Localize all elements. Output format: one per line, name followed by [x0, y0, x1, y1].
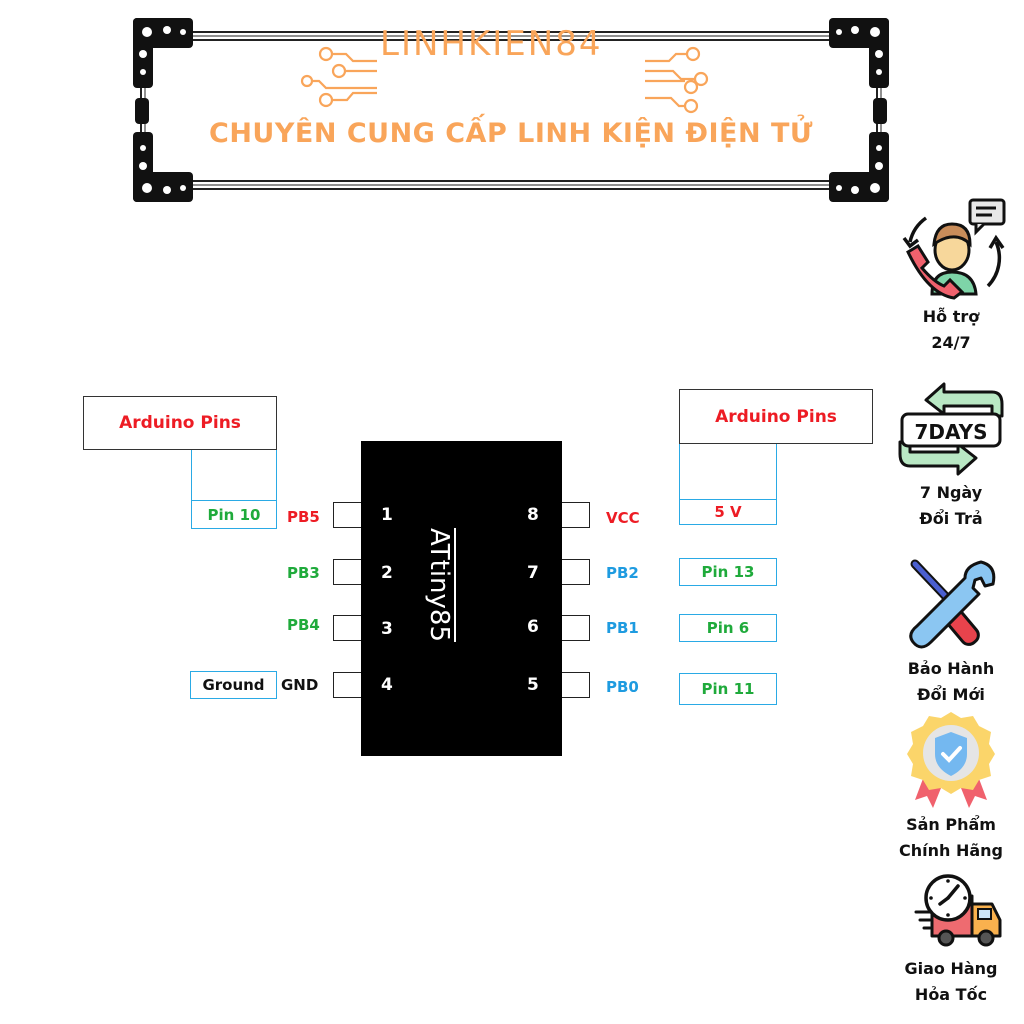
pin-name-pb4: PB4 [287, 616, 320, 634]
pin-stub-5 [561, 672, 590, 698]
left-arduino-pins-header: Arduino Pins [83, 396, 277, 450]
corner-ornament-tl [133, 18, 193, 88]
pin-number-7: 7 [527, 563, 539, 583]
pin-number-8: 8 [527, 505, 539, 525]
pin-stub-6 [561, 615, 590, 641]
feature-support: Hỗ trợ 24/7 [882, 198, 1020, 356]
arduino-pin-label: Pin 6 [706, 619, 750, 637]
pin-name-gnd: GND [281, 676, 319, 694]
feature-label-line1: Sản Phẩm [906, 815, 996, 834]
ornamental-frame [133, 18, 889, 202]
brand-name: LINHKIEN84 [380, 24, 603, 64]
arduino-pin-box-vcc: 5 V [679, 499, 777, 525]
tools-icon [909, 559, 996, 649]
pin-stub-1 [333, 502, 362, 528]
feature-label-line1: Bảo Hành [907, 659, 995, 678]
feature-return: 7DAYS 7 Ngày Đổi Trả [882, 380, 1020, 532]
right-arduino-pins-header: Arduino Pins [679, 389, 873, 444]
seven-days-return-icon: 7DAYS [898, 382, 1004, 476]
arduino-pin-label: 5 V [714, 503, 742, 521]
quality-badge-icon [907, 712, 995, 808]
arduino-pin-label: Pin 10 [207, 505, 261, 524]
feature-label-line2: Đổi Trả [919, 509, 983, 528]
feature-label-line2: 24/7 [931, 333, 971, 352]
pin-name-pb1: PB1 [606, 619, 639, 637]
chip-name-label: ATtiny85 [424, 527, 456, 643]
feature-warranty: Bảo Hành Đổi Mới [882, 556, 1020, 708]
pin-number-1: 1 [381, 505, 393, 525]
circuit-traces-right [645, 46, 709, 114]
pin-number-5: 5 [527, 675, 539, 695]
fast-delivery-icon [914, 874, 1002, 947]
circuit-traces-left [300, 46, 377, 108]
support-agent-icon [902, 198, 1006, 300]
pin-stub-2 [333, 559, 362, 585]
right-header-label: Arduino Pins [715, 406, 837, 427]
arduino-pin-label: Pin 13 [701, 563, 755, 581]
feature-label-line2: Hỏa Tốc [914, 985, 988, 1004]
feature-label-line2: Chính Hãng [899, 841, 1003, 860]
corner-ornament-tr [829, 18, 889, 88]
seven-days-icon-text: 7DAYS [915, 420, 988, 444]
feature-label-line1: 7 Ngày [919, 483, 983, 502]
left-header-label: Arduino Pins [119, 413, 241, 433]
pin-stub-3 [333, 615, 362, 641]
pin-number-6: 6 [527, 617, 539, 637]
pin-number-3: 3 [381, 619, 393, 639]
pin-name-pb0: PB0 [606, 678, 639, 696]
feature-label-line1: Hỗ trợ [922, 307, 980, 326]
arduino-pin-box-pb2: Pin 13 [679, 558, 777, 586]
pin-name-vcc: VCC [606, 509, 640, 527]
left-connector-column [191, 450, 277, 502]
arduino-pin-box-pb0: Pin 11 [679, 673, 777, 705]
arduino-pin-label: Pin 11 [701, 680, 755, 698]
feature-delivery: Giao Hàng Hỏa Tốc [882, 872, 1020, 1008]
brand-banner: LINHKIEN84 CHUYÊN CUNG CẤP LINH KIỆN ĐIỆ… [133, 18, 889, 202]
pin-number-4: 4 [381, 675, 393, 695]
arduino-pin-box-pb1: Pin 6 [679, 614, 777, 642]
arduino-pin-box-gnd: Ground [190, 671, 277, 699]
attiny85-chip-body [361, 441, 562, 756]
corner-ornament-bl [133, 132, 193, 202]
brand-tagline: CHUYÊN CUNG CẤP LINH KIỆN ĐIỆN TỬ [209, 118, 813, 149]
feature-label-line2: Đổi Mới [917, 685, 985, 704]
pin-stub-8 [561, 502, 590, 528]
right-connector-column [679, 444, 777, 500]
pin-name-pb3: PB3 [287, 564, 320, 582]
feature-label-line1: Giao Hàng [904, 959, 998, 978]
arduino-pin-box-pb5: Pin 10 [191, 500, 277, 529]
pin-stub-4 [333, 672, 362, 698]
arduino-pin-label: Ground [202, 676, 265, 694]
feature-genuine: Sản Phẩm Chính Hãng [882, 708, 1020, 864]
pin-stub-7 [561, 559, 590, 585]
corner-ornament-br [829, 132, 889, 202]
pin-name-pb5: PB5 [287, 508, 320, 526]
pin-name-pb2: PB2 [606, 564, 639, 582]
pin-number-2: 2 [381, 563, 393, 583]
